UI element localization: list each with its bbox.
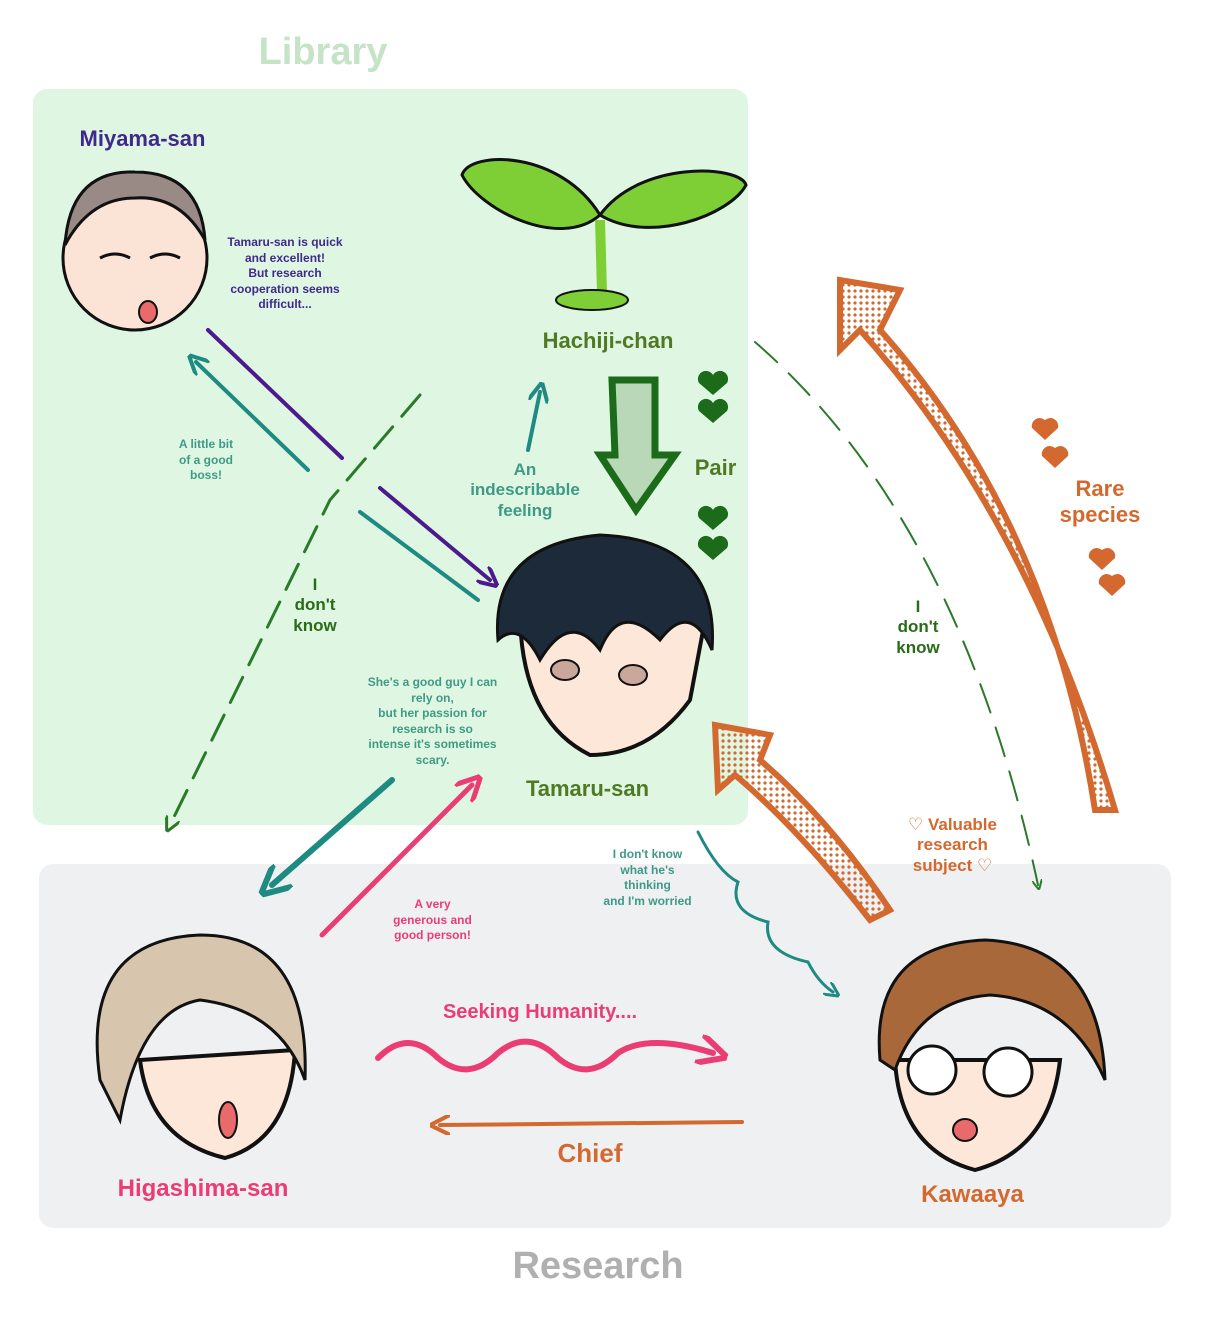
name-kawaaya: Kawaaya [921, 1181, 1024, 1208]
relation-higashima-to-kawaaya: Seeking Humanity.... [442, 1001, 638, 1023]
relation-tamaru-on-miyama: A little bit of a good boss! [178, 437, 234, 483]
relation-dont-know-left: I don't know [293, 575, 337, 635]
name-tamaru: Tamaru-san [525, 776, 650, 801]
relation-tamaru-on-hachiji: An indescribable feeling [470, 460, 580, 520]
relation-miyama-on-tamaru: Tamaru-san is quick and excellent! But r… [227, 235, 343, 312]
relation-kawaaya-on-tamaru: ♡ Valuable research subject ♡ [908, 815, 997, 875]
name-higashima: Higashima-san [117, 1175, 289, 1202]
name-miyama: Miyama-san [79, 126, 206, 151]
pair-hearts [697, 370, 729, 560]
relation-rare-species: Rare species [1059, 476, 1141, 528]
relation-higashima-on-tamaru: A very generous and good person! [393, 897, 472, 943]
tamaru-avatar [495, 533, 714, 758]
research-label: Research [512, 1245, 684, 1287]
rare-species-hearts [1031, 418, 1126, 596]
relation-tamaru-on-higashima: She's a good guy I can rely on, but her … [367, 675, 498, 767]
relation-pair: Pair [694, 455, 737, 480]
relation-tamaru-on-kawaaya: I don't know what he's thinking and I'm … [603, 847, 692, 908]
relation-dont-know-right: I don't know [896, 597, 940, 657]
kawaaya-avatar [877, 938, 1107, 1173]
library-label: Library [258, 31, 388, 73]
miyama-avatar [61, 170, 209, 332]
name-hachiji: Hachiji-chan [542, 328, 674, 353]
higashima-avatar [95, 933, 307, 1161]
relation-kawaaya-to-higashima: Chief [557, 1138, 623, 1168]
hachiji-sprout [460, 158, 748, 311]
